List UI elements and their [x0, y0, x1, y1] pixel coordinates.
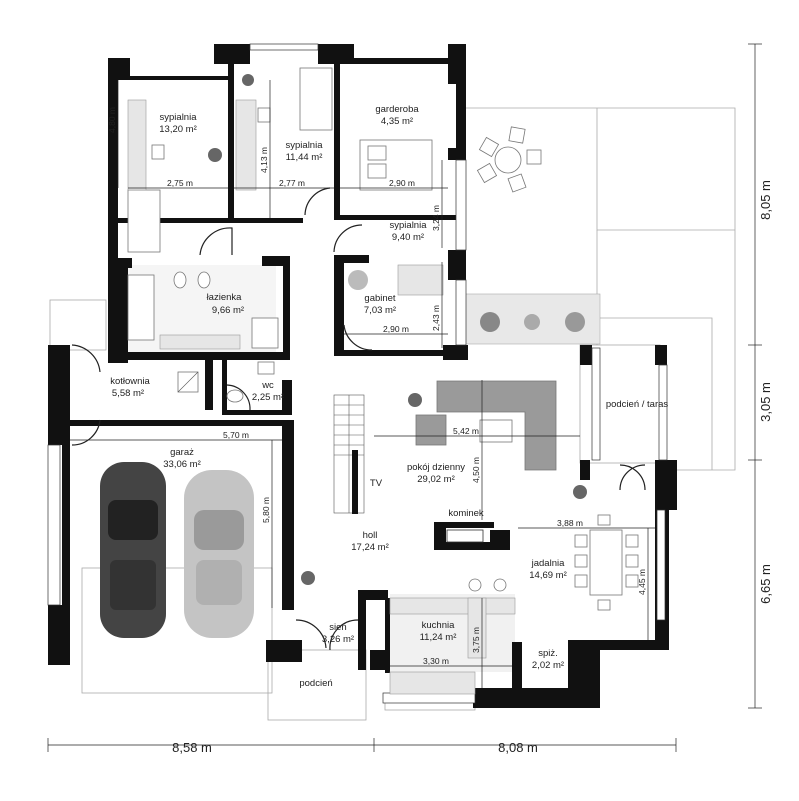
staircase — [333, 394, 365, 514]
dim-324: 3,24 m — [431, 205, 441, 231]
room-area-kuchnia: 11,24 m² — [420, 632, 457, 643]
room-name-garderoba: garderoba — [375, 104, 419, 115]
room-area-sypialnia-1: 13,20 m² — [159, 124, 197, 135]
room-area-holl: 17,24 m² — [351, 542, 389, 553]
outer-dim-bottom-right: 8,08 m — [498, 740, 538, 755]
room-name-sypialnia-2: sypialnia — [286, 140, 324, 151]
room-area-pokoj-dzienny: 29,02 m² — [417, 474, 455, 485]
car-dark — [100, 462, 166, 638]
room-name-kuchnia: kuchnia — [422, 620, 455, 631]
room-area-gabinet: 7,03 m² — [364, 305, 396, 316]
room-name-wc: wc — [261, 380, 274, 391]
room-area-jadalnia: 14,69 m² — [529, 570, 567, 581]
room-name-spiz: spiż. — [538, 648, 558, 659]
dim-450: 4,50 m — [471, 457, 481, 483]
room-name-garaz: garaż — [170, 447, 194, 458]
dim-243: 2,43 m — [431, 305, 441, 331]
room-area-sien: 3,26 m² — [322, 634, 354, 645]
room-name-sypialnia-3: sypialnia — [390, 220, 428, 231]
room-area-garderoba: 4,35 m² — [381, 116, 413, 127]
room-area-wc: 2,25 m² — [252, 392, 284, 403]
room-name-podcien: podcień — [299, 678, 332, 689]
room-name-podcien-taras: podcień / taras — [606, 399, 669, 410]
room-name-sypialnia-1: sypialnia — [160, 112, 198, 123]
room-area-sypialnia-2: 11,44 m² — [286, 152, 323, 163]
room-area-garaz: 33,06 m² — [163, 459, 201, 470]
room-area-spiz: 2,02 m² — [532, 660, 564, 671]
room-name-sien: sień — [329, 622, 346, 633]
room-name-holl: holl — [363, 530, 378, 541]
outer-dim-bottom-left: 8,58 m — [172, 740, 212, 755]
inner-dimension-lines — [70, 80, 655, 688]
dim-445: 4,45 m — [637, 569, 647, 595]
room-area-lazienka: 9,66 m² — [212, 305, 244, 316]
dim-388: 3,88 m — [557, 518, 583, 528]
dim-570: 5,70 m — [223, 430, 249, 440]
dim-542: 5,42 m — [453, 426, 479, 436]
room-name-kotlownia: kotłownia — [110, 376, 150, 387]
room-name-jadalnia: jadalnia — [531, 558, 565, 569]
label-kominek: kominek — [448, 508, 484, 519]
dim-290-bottom: 2,90 m — [383, 324, 409, 334]
room-area-kotlownia: 5,58 m² — [112, 388, 144, 399]
outer-dim-right-bottom: 6,65 m — [758, 564, 773, 604]
outer-dim-right-mid: 3,05 m — [758, 382, 773, 422]
dim-330: 3,30 m — [423, 656, 449, 666]
room-name-pokoj-dzienny: pokój dzienny — [407, 462, 465, 473]
label-tv: TV — [370, 478, 383, 489]
dim-375: 3,75 m — [471, 627, 481, 653]
dim-290-top: 2,90 m — [389, 178, 415, 188]
dim-277: 2,77 m — [279, 178, 305, 188]
dim-413: 4,13 m — [259, 147, 269, 173]
door-swings — [71, 187, 646, 651]
room-name-lazienka: łazienka — [207, 292, 243, 303]
windows — [47, 43, 668, 704]
dim-275: 2,75 m — [167, 178, 193, 188]
car-light — [184, 470, 254, 638]
outer-dim-right-top: 8,05 m — [758, 180, 773, 220]
room-area-sypialnia-3: 9,40 m² — [392, 232, 424, 243]
dim-480: 4,80 m — [107, 107, 117, 133]
dim-580: 5,80 m — [261, 497, 271, 523]
room-name-gabinet: gabinet — [364, 293, 396, 304]
furniture — [127, 67, 639, 695]
outer-dimension-lines — [47, 43, 762, 752]
